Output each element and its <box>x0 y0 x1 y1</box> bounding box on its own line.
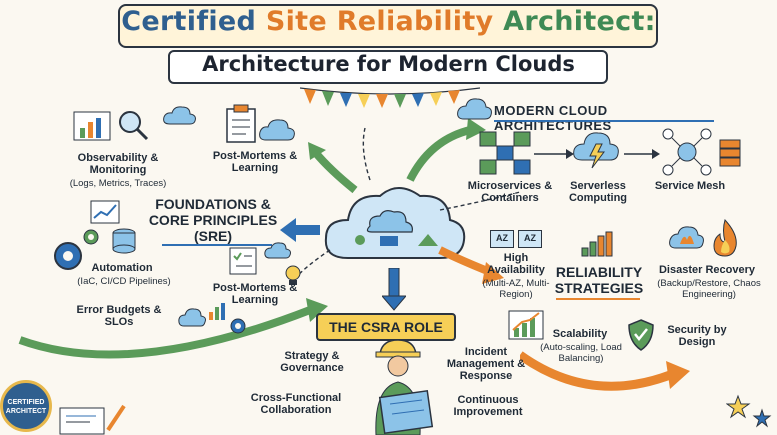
cloud-icon <box>264 242 291 259</box>
strategy-label: Strategy & Governance <box>280 350 344 374</box>
fire-icon <box>713 219 737 257</box>
security-label: Security by Design <box>667 324 727 348</box>
arrow-right-icon <box>624 149 660 159</box>
az-box-1: AZ <box>490 230 514 248</box>
automation-label: Automation <box>91 262 153 274</box>
damaged-cloud-icon <box>669 226 704 249</box>
postmortems-mid-label: Post-Mortems & Learning <box>212 282 298 306</box>
gear-small-icon <box>230 318 246 334</box>
right-curve-arrow <box>520 351 690 391</box>
stacked-servers-icon <box>719 139 741 167</box>
serverless-cloud-icon <box>573 132 619 169</box>
title-part-architect: Architect: <box>503 6 656 37</box>
clipboard-icon <box>226 104 256 143</box>
disaster-recovery-label: Disaster Recovery <box>658 264 755 276</box>
incident-label: Incident Management & Response <box>446 346 526 382</box>
page-subtitle: Architecture for Modern Clouds <box>202 52 575 76</box>
title-part-certified: Certified <box>121 6 257 37</box>
title-banner <box>118 4 658 48</box>
cloud-icon <box>259 119 295 141</box>
disaster-recovery-sub: (Backup/Restore, Chaos Engineering) <box>657 278 761 300</box>
connector-arrows <box>280 118 521 286</box>
cross-functional-label: Cross-Functional Collaboration <box>250 392 342 416</box>
certified-architect-badge: CERTIFIED ARCHITECT <box>0 380 52 432</box>
line-chart-icon <box>90 200 120 224</box>
arrow-right-icon <box>534 149 574 159</box>
high-availability-label: High Availability <box>487 252 545 276</box>
serverless-label: Serverless Computing <box>568 180 628 204</box>
service-mesh-label: Service Mesh <box>654 180 726 192</box>
foundations-underline <box>162 244 272 246</box>
microservices-label: Microservices & Containers <box>467 180 553 204</box>
magnifier-icon <box>119 111 149 141</box>
automation-sub: (IaC, CI/CD Pipelines) <box>77 276 171 287</box>
certificate-pen-icon <box>59 404 126 435</box>
cloud-icon <box>457 98 492 120</box>
title-part-site-reliability: Site Reliability <box>265 6 494 37</box>
continuous-label: Continuous Improvement <box>453 394 523 418</box>
scalability-label: Scalability <box>552 328 608 340</box>
scalability-sub: (Auto-scaling, Load Balancing) <box>540 342 622 364</box>
central-cloud-icon <box>324 187 466 259</box>
subtitle-banner <box>168 50 608 84</box>
containers-icon <box>479 131 531 175</box>
growth-chart-icon <box>508 310 544 340</box>
foundations-heading: FOUNDATIONS & CORE PRINCIPLES (SRE) <box>148 196 278 244</box>
architect-figure-icon <box>375 339 434 435</box>
modern-cloud-underline <box>494 120 714 122</box>
az-box-2: AZ <box>518 230 542 248</box>
reliability-heading: RELIABILITY STRATEGIES <box>554 264 644 296</box>
cloud-icon <box>163 106 196 125</box>
observability-sub: (Logs, Metrics, Traces) <box>69 178 167 189</box>
error-budgets-label: Error Budgets & SLOs <box>76 304 162 328</box>
bar-chart-small-icon <box>209 303 225 320</box>
gear-icon <box>54 242 82 270</box>
gear-small-icon <box>83 229 99 245</box>
bunting-decoration <box>300 87 480 108</box>
checklist-icon <box>229 247 257 275</box>
left-curve-arrow <box>18 298 328 359</box>
rising-bars-icon <box>581 231 613 257</box>
database-icon <box>112 228 136 254</box>
bar-chart-icon <box>73 111 111 141</box>
stars-decoration <box>726 394 772 428</box>
page-title: Certified Site Reliability Architect: <box>0 6 777 37</box>
shield-icon <box>628 319 654 351</box>
observability-label: Observability & Monitoring <box>77 152 159 176</box>
reliability-underline <box>556 298 640 300</box>
csra-role-banner: THE CSRA ROLE <box>316 313 456 341</box>
arrow-down-icon <box>382 268 406 311</box>
service-mesh-icon <box>662 128 712 176</box>
high-availability-sub: (Multi-AZ, Multi-Region) <box>482 278 550 300</box>
lightbulb-icon <box>285 265 301 285</box>
postmortems-top-label: Post-Mortems & Learning <box>212 150 298 174</box>
cloud-icon <box>178 308 206 327</box>
